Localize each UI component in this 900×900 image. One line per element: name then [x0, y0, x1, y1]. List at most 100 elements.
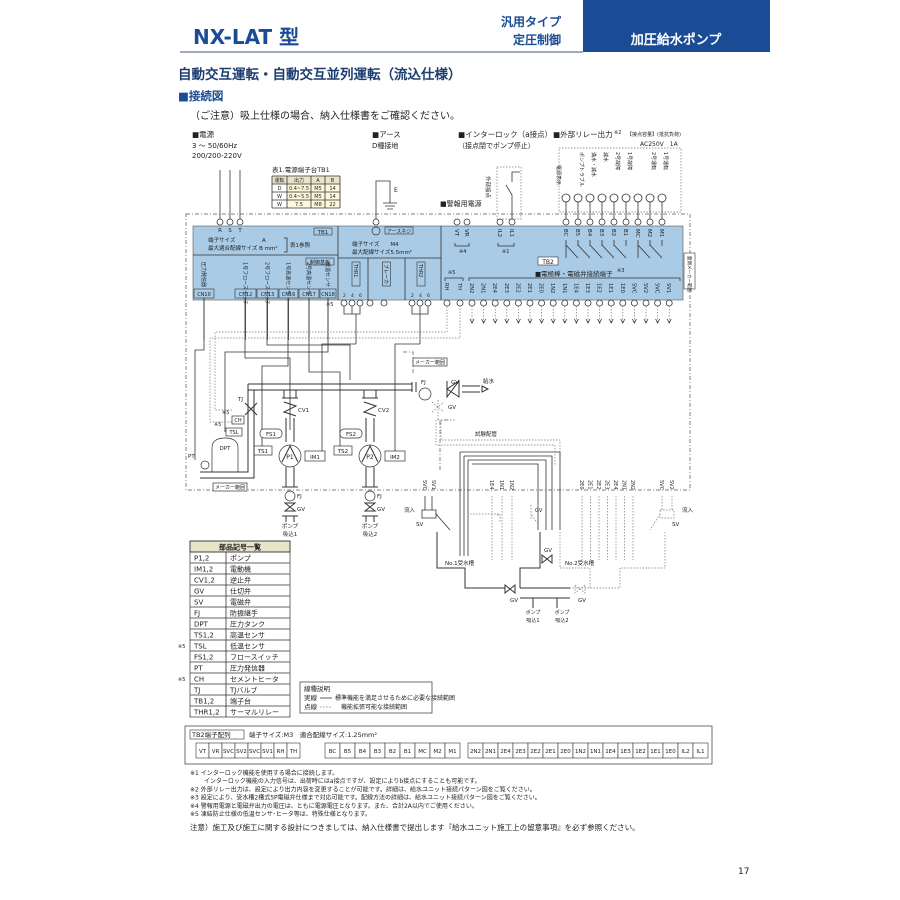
supply-label: 給水	[483, 377, 495, 385]
terminal-cell	[286, 742, 301, 759]
part-name: 低温センサ	[230, 642, 265, 651]
low-temp-sensor	[225, 427, 243, 437]
terminal-1E2	[596, 299, 603, 307]
part-name: セメントヒータ	[230, 675, 279, 684]
terminal-cell-label: 2E3	[515, 749, 526, 755]
terminal-label: T	[237, 228, 242, 234]
terminal-2N1	[480, 299, 488, 307]
electrode-label: 2E1	[587, 480, 593, 490]
electrode-label: 1N2	[508, 480, 514, 490]
terminal-cell-label: 1E4	[605, 749, 616, 755]
lamp-icon	[645, 193, 655, 203]
terminal-cell-label: 2E1	[545, 749, 555, 755]
terminal-label: VT	[453, 229, 459, 237]
ac-source-icon	[561, 193, 571, 203]
motor-terminal	[356, 299, 364, 307]
terminal-label: B2	[610, 229, 616, 236]
rh-note: ※5	[448, 270, 455, 276]
suction-label: ポンプ	[362, 523, 379, 530]
terminal-cell-label: B1	[404, 749, 411, 755]
terminal-label: RH	[443, 283, 449, 291]
relay-note: ※2	[614, 130, 621, 136]
part-code: TB1,2	[193, 698, 214, 706]
footnote: インターロック機能の入力信号は、出荷時にはa接点ですが、設定によりb接点にするこ…	[190, 777, 481, 785]
footnote: ※2 外部リレー出力は、設定により出力内容を変更することが可能です。詳細は、給水…	[190, 785, 536, 793]
table1-cell: M8	[314, 202, 322, 208]
table1-header: A	[316, 178, 320, 184]
pin-number: 2	[411, 293, 414, 299]
flexible-joint-icon	[364, 490, 376, 502]
contact-icon	[505, 171, 520, 219]
tj-label: TJ	[237, 397, 243, 403]
motor	[304, 450, 326, 462]
earth-screw-label: アースネジ	[387, 229, 411, 235]
sv-label: SV1	[430, 480, 436, 490]
footnote: ※1 インターロック機能を使用する場合に接続します。	[190, 769, 338, 777]
solenoid-valve-right	[649, 496, 675, 531]
part-name: 防振継手	[230, 609, 258, 618]
relay-output-label: 2号運転	[650, 152, 656, 170]
motor-routes	[321, 343, 420, 452]
gv-label: GV	[510, 598, 518, 604]
connector-id: CN16	[282, 292, 296, 298]
arrow-icon	[608, 318, 614, 324]
terminal-cell-label: SV2	[236, 749, 247, 755]
connection-diagram: ■電源3 ～ 50/60Hz200/200-220V■アースD種接地E■インター…	[185, 129, 696, 624]
terminal-label: R	[218, 228, 222, 234]
terminal-cell-label: M2	[433, 749, 441, 755]
part-name: 仕切弁	[230, 587, 251, 596]
caution-note: （ご注意）吸上仕様の場合、納入仕様書をご確認ください。	[190, 109, 460, 122]
terminal-label: 1E3	[584, 283, 590, 293]
maker-range-side: 盤側メーカー範囲	[686, 256, 693, 292]
terminal-BC	[562, 218, 570, 226]
terminal-T	[236, 218, 244, 226]
table1-cell: D	[278, 186, 282, 192]
tank1	[436, 532, 541, 589]
inflow-label: 流入	[404, 506, 416, 514]
terminal-1N1	[561, 299, 569, 307]
motor-wires	[343, 306, 429, 344]
motor-terminal	[424, 299, 432, 307]
pump-label: P1	[286, 454, 294, 461]
pin-number: 6	[359, 293, 362, 299]
relay-capacity: 【接点容量】(抵抗負荷)	[627, 131, 681, 138]
check-valve-icon	[282, 401, 298, 417]
suction-label: 吸込2	[555, 617, 568, 624]
earth-size: 端子サイズ M4	[352, 240, 399, 248]
terminal-2E3	[503, 299, 511, 307]
terminal-cell	[692, 742, 709, 759]
test-pipe-label: 試験配管	[475, 430, 498, 438]
electrode-label: 1E4	[488, 480, 494, 490]
device-tag	[382, 261, 391, 287]
footnote: ※4 警報用電源と電磁弁出力の電圧は、ともに電源電圧となります。また、合計2A以…	[190, 802, 478, 810]
part-name: TJバルブ	[229, 686, 257, 695]
terminal-label: SVC	[654, 283, 660, 294]
sv-label: SVC	[658, 480, 664, 491]
arrow-icon	[643, 318, 649, 324]
control-panel	[192, 225, 684, 301]
terminal-B2	[610, 218, 618, 226]
tank-valves	[470, 505, 539, 524]
terminal-label: 1N1	[561, 283, 567, 293]
tj-valve-icon	[244, 402, 258, 416]
terminal-M2	[646, 218, 654, 226]
interlock-heading: ■インターロック（a接点）	[458, 129, 552, 139]
suction-pipe	[362, 467, 378, 488]
connector-name: 1号フロースイッチ	[242, 262, 248, 305]
connector-id: CN10	[197, 292, 211, 298]
part-code: GV	[194, 588, 204, 596]
arrow-icon	[469, 318, 475, 324]
maker-range-tag	[212, 482, 248, 492]
gate-valve-icon	[504, 583, 516, 595]
gate-valve-icon	[362, 502, 378, 522]
earth-icon	[371, 226, 381, 236]
ground-icon	[375, 180, 397, 219]
table1-cell: 22	[329, 202, 335, 208]
motor-label: IM2	[390, 455, 400, 461]
fj-label: FJ	[377, 494, 382, 500]
terminal-cell	[444, 742, 461, 759]
gv-label: GV	[377, 507, 385, 513]
table1-cell: 14	[329, 194, 335, 200]
